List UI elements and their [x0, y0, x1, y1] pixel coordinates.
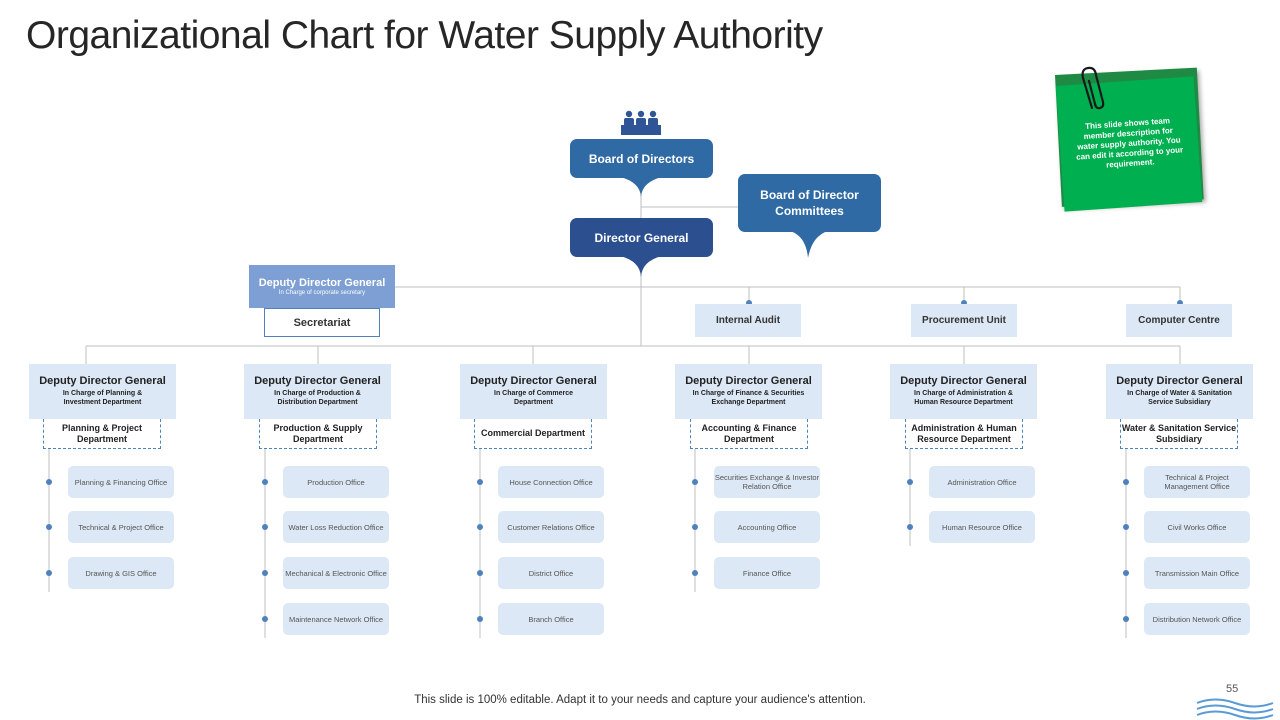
department-head: Deputy Director General In Charge of Wat… [1106, 364, 1253, 419]
department-head-subtitle: In Charge of Production & Distribution D… [274, 390, 361, 406]
department-head-title: Deputy Director General [685, 375, 812, 387]
department-name: Administration & Human Resource Departme… [905, 419, 1023, 449]
department-name: Accounting & Finance Department [690, 419, 808, 449]
office-box: Transmission Main Office [1144, 557, 1250, 589]
department-head-title: Deputy Director General [470, 375, 597, 387]
office-box: District Office [498, 557, 604, 589]
paperclip-icon [1081, 66, 1105, 110]
department-head: Deputy Director General In Charge of Fin… [675, 364, 822, 419]
office-box: Branch Office [498, 603, 604, 635]
office-box: Securities Exchange & Investor Relation … [714, 466, 820, 498]
department-head-subtitle: In Charge of Administration & Human Reso… [914, 390, 1013, 406]
office-box: Finance Office [714, 557, 820, 589]
office-box: Customer Relations Office [498, 511, 604, 543]
office-box: Accounting Office [714, 511, 820, 543]
computer-centre-box: Computer Centre [1126, 304, 1232, 337]
deputy-title: Deputy Director General [258, 277, 386, 289]
footer-text: This slide is 100% editable. Adapt it to… [414, 694, 866, 706]
office-box: House Connection Office [498, 466, 604, 498]
department-name: Planning & Project Department [43, 419, 161, 449]
deputy-subtitle: In Charge of corporate secretary [278, 290, 366, 296]
office-box: Distribution Network Office [1144, 603, 1250, 635]
procurement-unit-box: Procurement Unit [911, 304, 1017, 337]
department-head-subtitle: In Charge of Water & Sanitation Service … [1127, 390, 1232, 406]
office-box: Technical & Project Management Office [1144, 466, 1250, 498]
deputy-director-secretary-box: Deputy Director General In Charge of cor… [249, 265, 395, 308]
people-icon [621, 110, 661, 135]
department-head: Deputy Director General In Charge of Pla… [29, 364, 176, 419]
secretariat-box: Secretariat [264, 308, 380, 337]
office-box: Mechanical & Electronic Office [283, 557, 389, 589]
office-box: Maintenance Network Office [283, 603, 389, 635]
office-box: Human Resource Office [929, 511, 1035, 543]
department-name: Production & Supply Department [259, 419, 377, 449]
department-head: Deputy Director General In Charge of Com… [460, 364, 607, 419]
office-box: Technical & Project Office [68, 511, 174, 543]
department-head-subtitle: In Charge of Planning & Investment Depar… [62, 390, 143, 406]
office-box: Civil Works Office [1144, 511, 1250, 543]
department-head-subtitle: In Charge of Finance & Securities Exchan… [692, 390, 805, 406]
internal-audit-box: Internal Audit [695, 304, 801, 337]
department-head-title: Deputy Director General [39, 375, 166, 387]
office-box: Administration Office [929, 466, 1035, 498]
department-name: Commercial Department [474, 419, 592, 449]
waves-logo-icon [1196, 698, 1274, 720]
department-head-title: Deputy Director General [900, 375, 1027, 387]
board-of-directors-box: Board of Directors [570, 139, 713, 178]
director-general-box: Director General [570, 218, 713, 257]
department-head-title: Deputy Director General [254, 375, 381, 387]
department-head: Deputy Director General In Charge of Adm… [890, 364, 1037, 419]
office-box: Planning & Financing Office [68, 466, 174, 498]
office-box: Production Office [283, 466, 389, 498]
page-title: Organizational Chart for Water Supply Au… [26, 14, 823, 57]
page-number: 55 [1226, 683, 1239, 695]
department-head: Deputy Director General In Charge of Pro… [244, 364, 391, 419]
department-head-title: Deputy Director General [1116, 375, 1243, 387]
department-name: Water & Sanitation Service Subsidiary [1120, 419, 1238, 449]
office-box: Drawing & GIS Office [68, 557, 174, 589]
board-committees-box: Board of Director Committees [738, 174, 881, 232]
office-box: Water Loss Reduction Office [283, 511, 389, 543]
department-head-subtitle: In Charge of Commerce Department [494, 390, 573, 406]
